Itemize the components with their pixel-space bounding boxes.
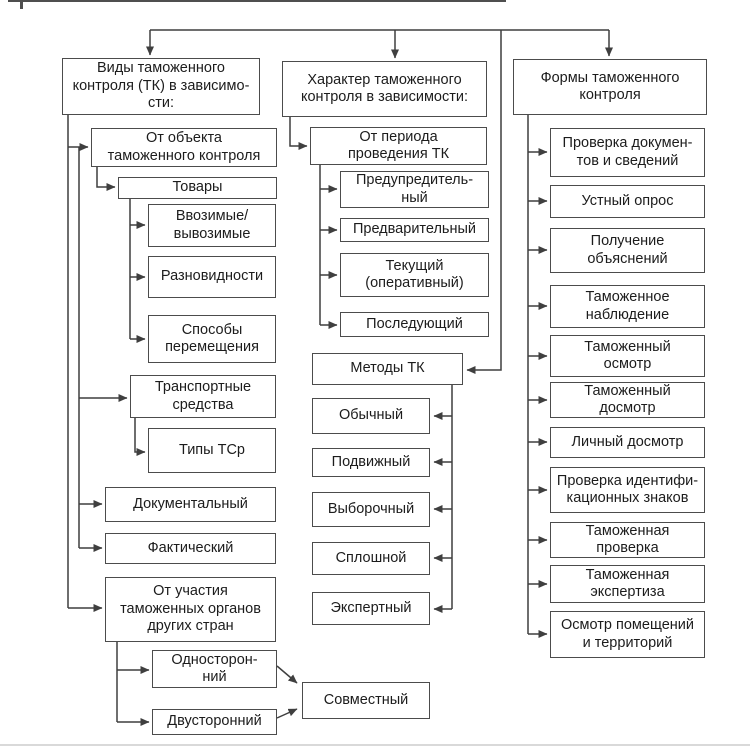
node-transportnye-sredstva: Транспортные средства <box>130 375 276 418</box>
node-predvaritelny: Предварительный <box>340 218 489 242</box>
node-lichny-dosmotr: Личный досмотр <box>550 427 705 458</box>
node-sposoby-peremeshcheniya: Способы перемещения <box>148 315 276 363</box>
node-vidy-tk-header: Виды таможенного контроля (ТК) в зависим… <box>62 58 260 115</box>
node-tamozhennaya-proverka: Таможенная проверка <box>550 522 705 558</box>
page-top-tick <box>20 0 23 9</box>
page-bottom-rule <box>0 744 750 746</box>
node-metody-tk: Методы ТК <box>312 353 463 385</box>
node-proverka-dokumentov: Проверка докумен- тов и сведений <box>550 128 705 177</box>
node-formy-header: Формы таможенного контроля <box>513 59 707 115</box>
node-vvozimye-vyvozimye: Ввозимые/ вывозимые <box>148 204 276 247</box>
node-proverka-identifikatsionnyh-znakov: Проверка идентифи- кационных знаков <box>550 467 705 513</box>
node-fakticheskiy: Фактический <box>105 533 276 564</box>
node-tovary: Товары <box>118 177 277 199</box>
node-ot-uchastiya: От участия таможенных органов других стр… <box>105 577 276 642</box>
node-tamozhennaya-ekspertiza: Таможенная экспертиза <box>550 565 705 603</box>
node-tamozhenny-dosmotr: Таможенный досмотр <box>550 382 705 418</box>
node-vyborochny: Выборочный <box>312 492 430 527</box>
node-harakter-header: Характер таможенного контроля в зависимо… <box>282 61 487 117</box>
node-posleduyushchiy: Последующий <box>340 312 489 337</box>
node-dvustoronniy: Двусторонний <box>152 709 277 735</box>
node-poluchenie-obyasneniy: Получение объяснений <box>550 228 705 273</box>
node-odnostoronniy: Односторон- ний <box>152 650 277 688</box>
node-podvizhny: Подвижный <box>312 448 430 477</box>
node-sovmestny: Совместный <box>302 682 430 719</box>
node-ot-obekta: От объекта таможенного контроля <box>91 128 277 167</box>
node-raznovidnosti: Разновидности <box>148 256 276 298</box>
node-osmotr-pomeshcheniy: Осмотр помещений и территорий <box>550 611 705 658</box>
node-obychny: Обычный <box>312 398 430 434</box>
node-ustny-opros: Устный опрос <box>550 185 705 218</box>
page-top-rule <box>8 0 506 2</box>
node-tamozhennoe-nablyudenie: Таможенное наблюдение <box>550 285 705 328</box>
node-sploshnoy: Сплошной <box>312 542 430 575</box>
node-predupreditelny: Предупредитель- ный <box>340 171 489 208</box>
node-tamozhenny-osmotr: Таможенный осмотр <box>550 335 705 377</box>
node-tekushchiy: Текущий (оперативный) <box>340 253 489 297</box>
node-ekspertny: Экспертный <box>312 592 430 625</box>
node-ot-perioda: От периода проведения ТК <box>310 127 487 165</box>
node-dokumentalny: Документальный <box>105 487 276 522</box>
node-tipy-tsr: Типы ТСр <box>148 428 276 473</box>
